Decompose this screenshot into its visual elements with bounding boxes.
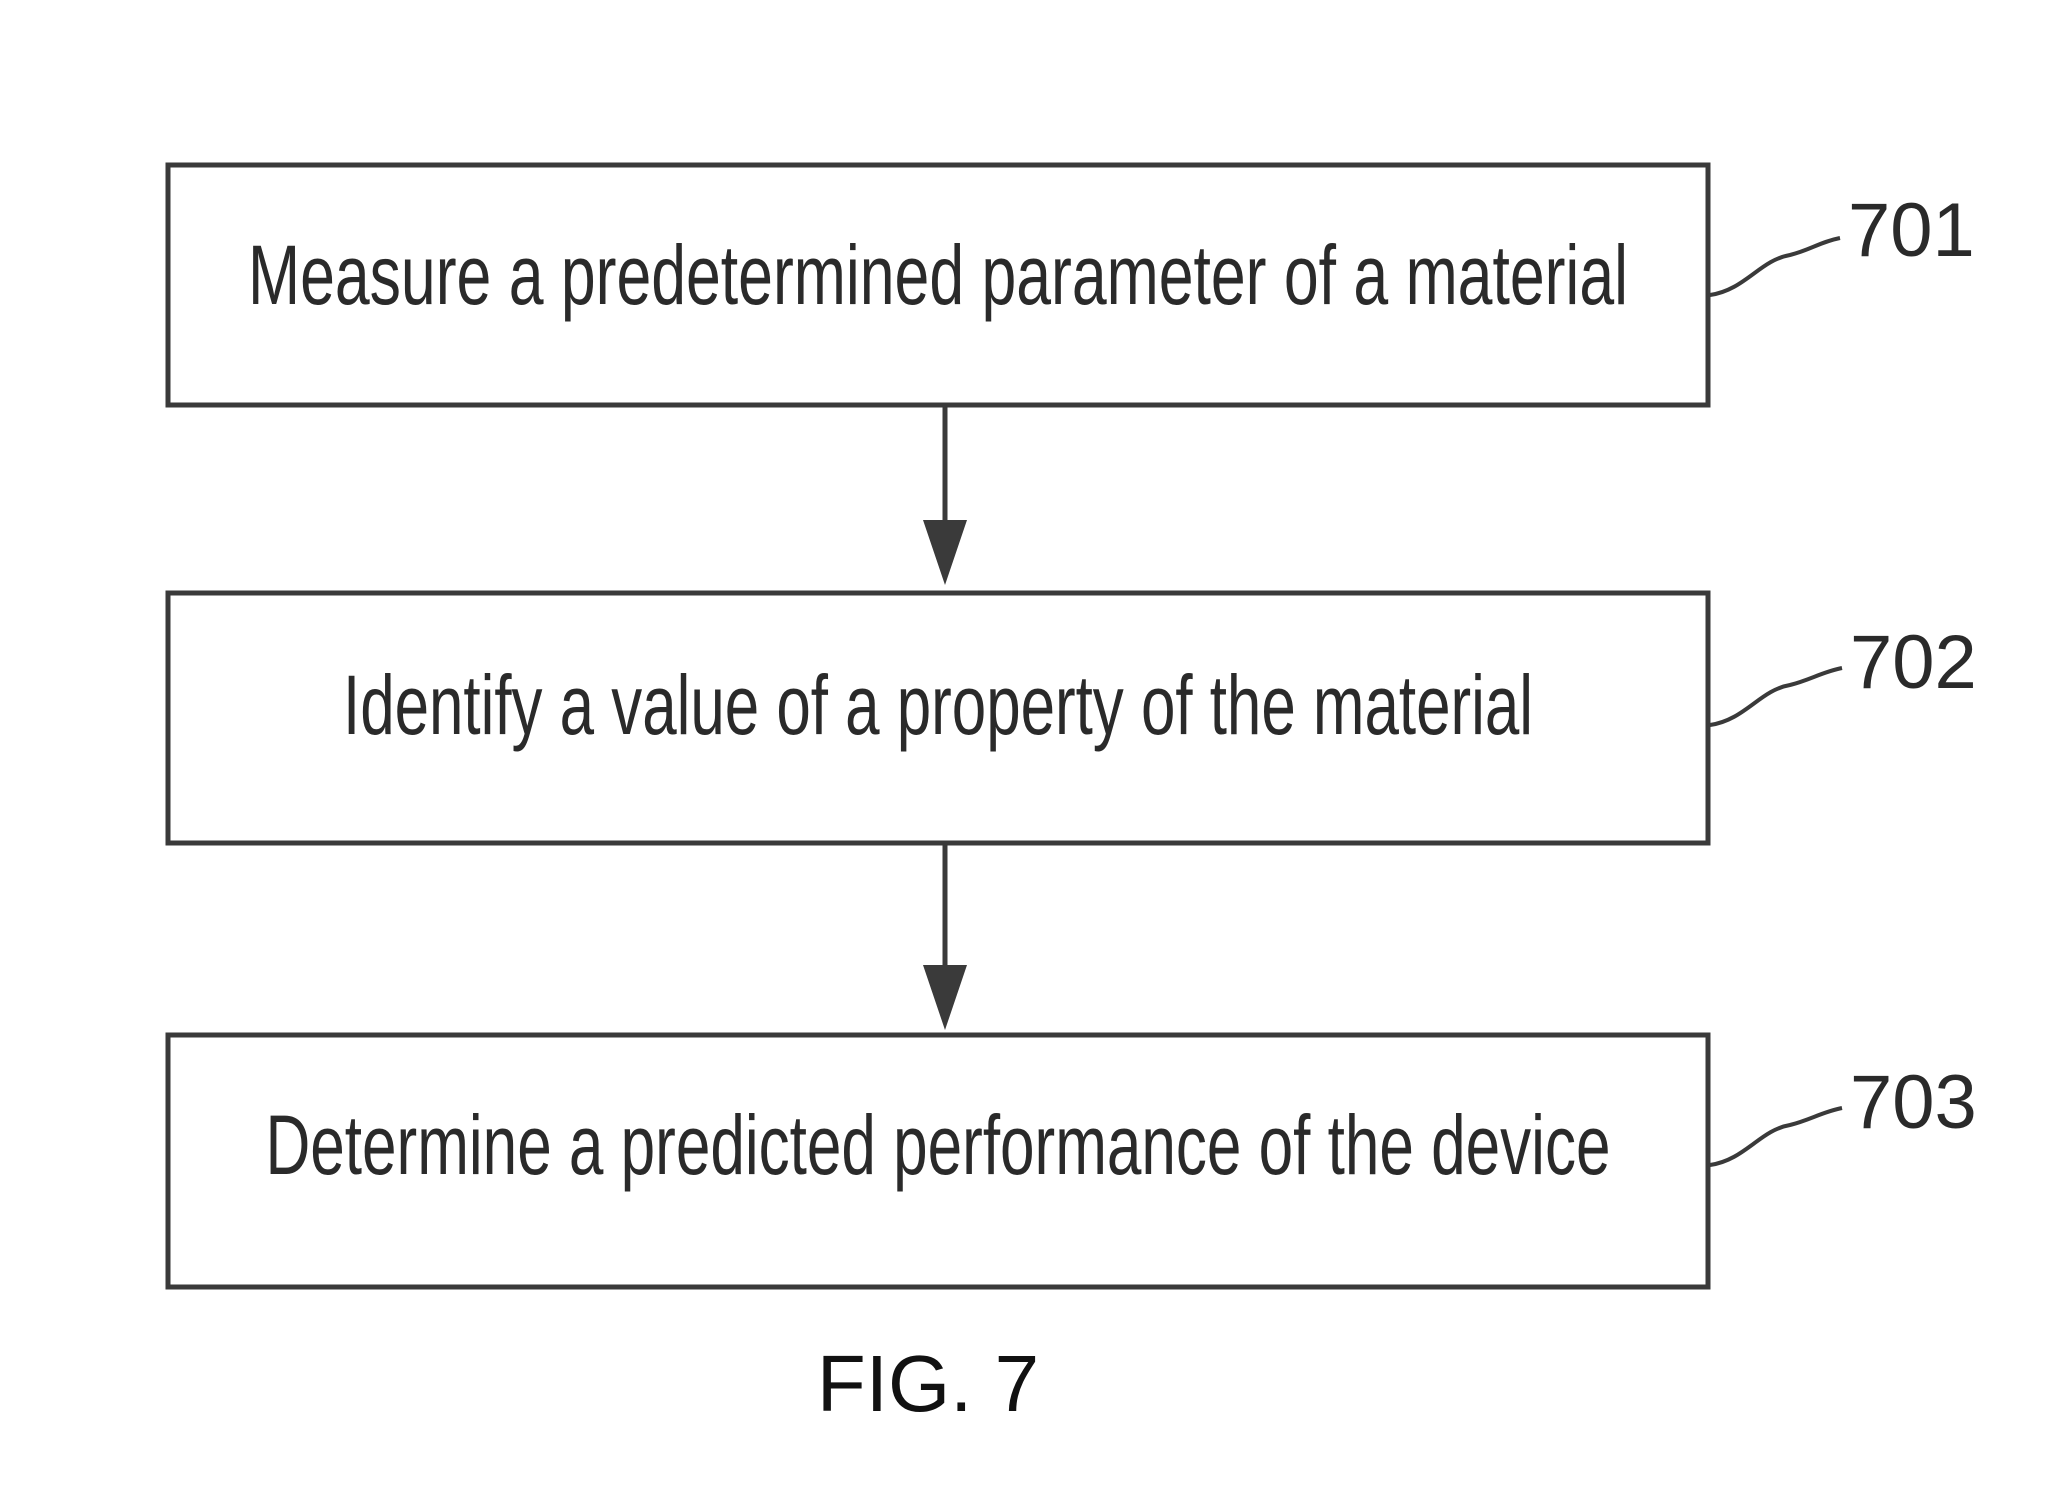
step-text-701: Measure a predetermined parameter of a m…: [248, 228, 1628, 322]
arrow-head-icon: [923, 520, 967, 585]
step-701: Measure a predetermined parameter of a m…: [165, 162, 1975, 408]
step-box-703: [165, 1032, 1711, 1290]
ref-number-701: 701: [1848, 188, 1975, 273]
step-box-702: [165, 590, 1711, 846]
step-text-702: Identify a value of a property of the ma…: [343, 658, 1533, 752]
step-703: Determine a predicted performance of the…: [165, 1032, 1977, 1290]
ref-number-702: 702: [1850, 620, 1977, 705]
figure-caption: FIG. 7: [817, 1339, 1039, 1428]
step-box-701: [165, 162, 1711, 408]
arrow-702-to-703: [923, 843, 967, 1030]
step-text-703: Determine a predicted performance of the…: [266, 1098, 1611, 1192]
leader-line-703: [1709, 1106, 1843, 1167]
arrow-head-icon: [923, 965, 967, 1030]
leader-line-702: [1709, 666, 1843, 727]
step-702: Identify a value of a property of the ma…: [165, 590, 1977, 846]
ref-number-703: 703: [1850, 1060, 1977, 1145]
arrow-701-to-702: [923, 405, 967, 585]
leader-line-701: [1709, 236, 1841, 297]
